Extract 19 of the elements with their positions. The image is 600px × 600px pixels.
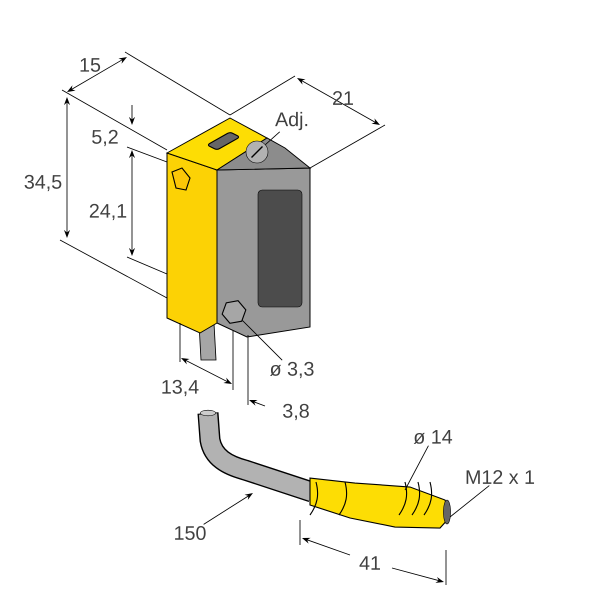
leader-line	[265, 131, 280, 145]
dimension-label: 5,2	[92, 130, 118, 146]
dimension-label: 34,5	[24, 174, 62, 192]
callout-text: M12 x 1	[466, 470, 534, 484]
dimension-label: 3,8	[283, 404, 309, 420]
callout-text: ø 14	[414, 430, 452, 444]
dimension-label: 13,4	[162, 380, 199, 396]
callout-text: Adj.	[275, 112, 308, 130]
dimension-label: 21	[333, 91, 353, 105]
mounting-hole	[222, 300, 246, 324]
leader-line	[404, 445, 429, 490]
adjustment-knob	[246, 140, 268, 164]
leader-line	[450, 485, 490, 518]
dimension-label: 24,1	[90, 204, 126, 220]
callout-text: ø 3,3	[270, 362, 314, 378]
leader-line	[242, 320, 283, 361]
callout-text: 150	[175, 526, 206, 540]
dimension-label: 41	[360, 556, 380, 570]
dimension-label: 15	[80, 58, 100, 72]
